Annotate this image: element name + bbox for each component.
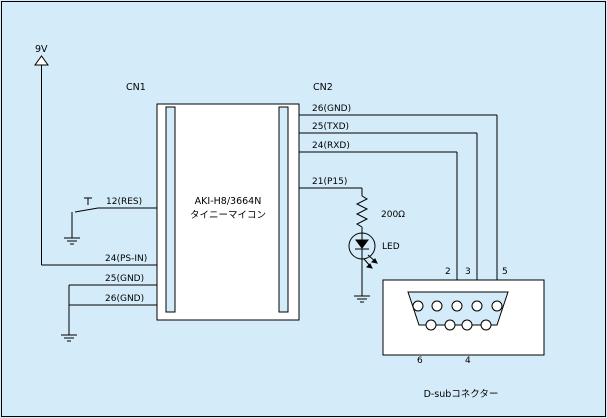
mcu-module <box>156 103 300 321</box>
dsub-pin5-label: 5 <box>502 267 508 277</box>
led-diode-triangle <box>355 239 369 249</box>
dsub-pin-3 <box>471 300 483 312</box>
cn1-label: CN1 <box>126 82 146 93</box>
cn2-label: CN2 <box>313 82 333 93</box>
led-light-arrow-1 <box>370 258 378 264</box>
switch-lever <box>74 207 99 213</box>
resistor-symbol <box>355 195 369 228</box>
dsub-pin4-label: 4 <box>465 356 471 366</box>
cn2-gnd-label: 26(GND) <box>312 104 351 114</box>
cn1-gnd26-label: 26(GND) <box>105 294 144 304</box>
dsub-pin-1 <box>431 300 443 312</box>
led-light-arrow-2 <box>365 263 373 269</box>
cn2-txd-label: 25(TXD) <box>312 122 349 132</box>
dsub-pin-5 <box>412 300 424 312</box>
dsub-pins <box>412 300 503 331</box>
ground-symbol-cn1 <box>61 334 77 342</box>
cn1-ps-in-label: 24(PS-IN) <box>105 254 147 264</box>
dsub-pin-7 <box>444 319 456 331</box>
dsub-pin2-label: 2 <box>445 267 451 277</box>
cn2-p15-label: 21(P15) <box>312 177 347 187</box>
mcu-model-label: AKI-H8/3664N <box>195 196 262 207</box>
dsub-pin-2 <box>451 300 463 312</box>
ground-symbol-led <box>354 295 370 303</box>
power-label: 9V <box>35 44 48 55</box>
cn2-header <box>278 106 289 313</box>
dsub-pin-6 <box>425 319 437 331</box>
dsub-title: D-subコネクター <box>424 389 499 400</box>
dsub-pin-4 <box>491 300 503 312</box>
cn1-header <box>165 106 176 313</box>
dsub-pin-8 <box>461 319 473 331</box>
dsub-pin-9 <box>480 319 492 331</box>
ground-symbol-switch <box>64 237 80 245</box>
led-label: LED <box>382 242 400 252</box>
cn2-rxd-label: 24(RXD) <box>312 141 350 151</box>
resistor-value-label: 200Ω <box>381 210 405 220</box>
mcu-name-label: タイニーマイコン <box>190 210 266 221</box>
cn1-gnd25-label: 25(GND) <box>105 274 144 284</box>
dsub-pin3-label: 3 <box>465 267 471 277</box>
cn1-res-label: 12(RES) <box>106 197 142 207</box>
dsub-pin6-label: 6 <box>417 356 423 366</box>
wires <box>34 55 498 346</box>
